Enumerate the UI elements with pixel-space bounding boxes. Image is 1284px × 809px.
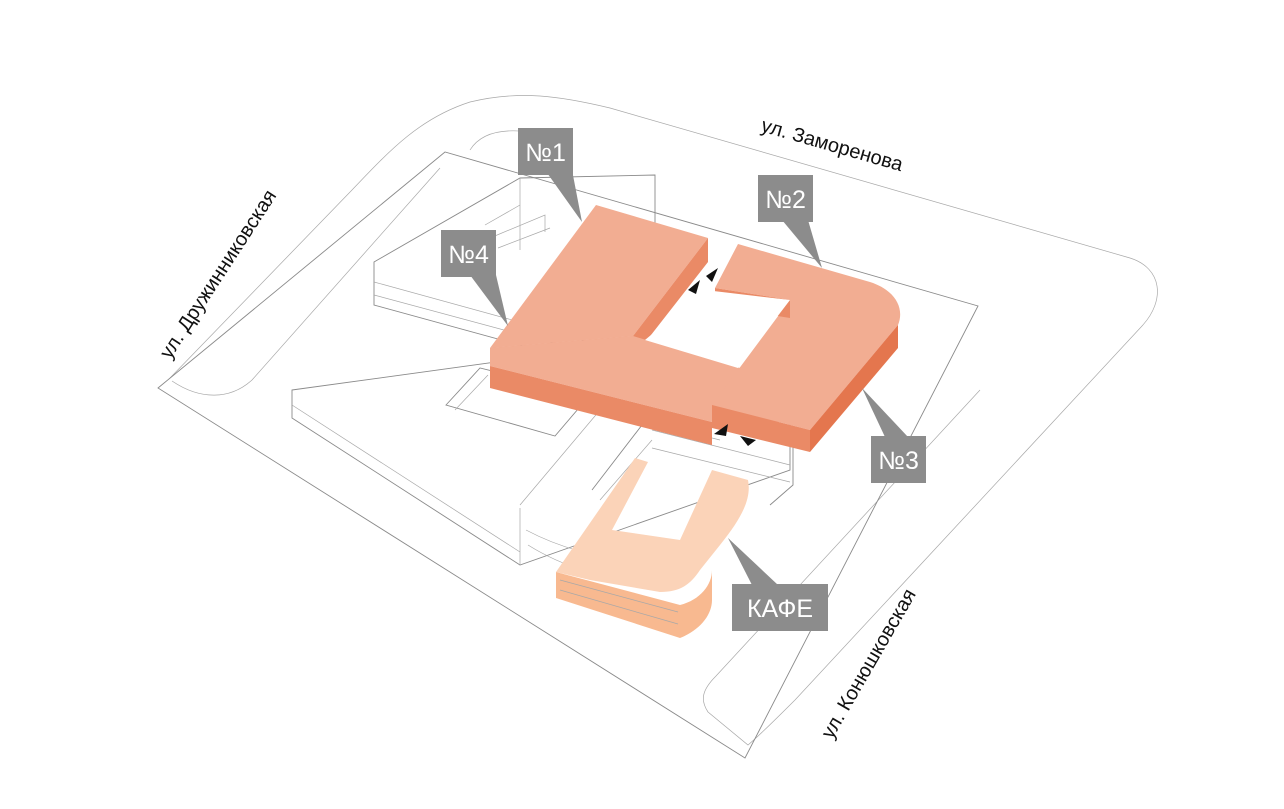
pointer-cafe [728, 538, 778, 585]
arrow-marker-3 [714, 424, 728, 436]
label-building-4: №4 [441, 230, 496, 277]
arrow-marker-4 [740, 436, 756, 446]
entrance-arrows [688, 268, 756, 446]
label-building-2: №2 [758, 175, 813, 222]
label-building-1: №1 [518, 128, 573, 175]
label-cafe-text: КАФЕ [747, 595, 813, 623]
label-building-3-text: №3 [878, 447, 919, 475]
label-building-4-text: №4 [448, 241, 489, 269]
pointer-4 [470, 275, 508, 326]
cafe-volume [556, 458, 749, 638]
pointer-3 [862, 388, 908, 437]
label-building-2-text: №2 [765, 186, 806, 214]
callout-pointers [470, 170, 908, 585]
pointer-1 [545, 170, 582, 222]
street-zamorenova: ул. Заморенова [759, 115, 907, 177]
pointer-2 [782, 220, 822, 268]
site-boundary [157, 151, 979, 759]
arrow-marker-1 [688, 280, 700, 294]
arrow-marker-2 [706, 268, 718, 282]
label-cafe: КАФЕ [732, 584, 828, 631]
label-building-3: №3 [871, 436, 926, 483]
street-konyushkovskaya: ул. Конюшковская [817, 585, 920, 742]
label-building-1-text: №1 [525, 139, 566, 167]
courtyard [645, 290, 790, 368]
street-druzhinnikovskaya: ул. Дружинниковская [156, 186, 281, 363]
